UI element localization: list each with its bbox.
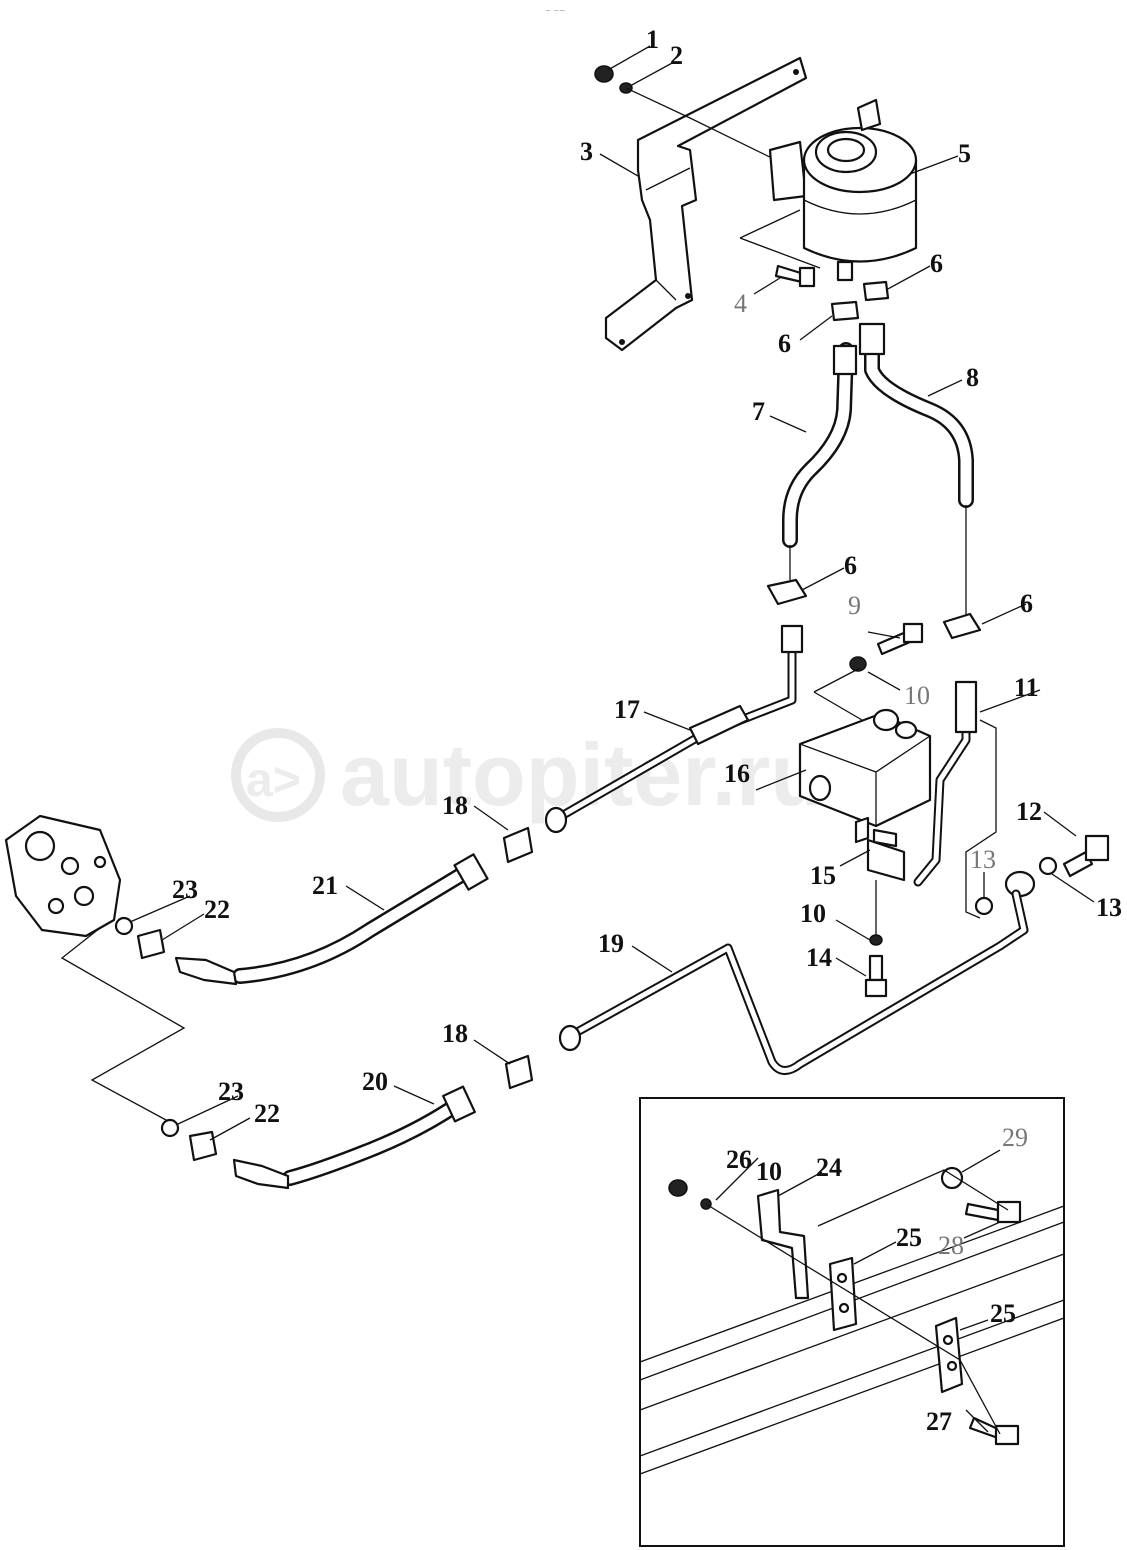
bracket-3 xyxy=(604,56,808,352)
steering-gear xyxy=(4,814,122,938)
label-4: 4 xyxy=(734,289,747,318)
label-28: 28 xyxy=(938,1231,964,1260)
label-29: 29 xyxy=(1002,1123,1028,1152)
fitting-15 xyxy=(866,828,906,882)
washer-23-upper xyxy=(114,916,134,936)
pipe-17 xyxy=(553,624,804,823)
pipe-11 xyxy=(913,680,978,887)
bolt-4 xyxy=(774,264,816,288)
watermark-logo-icon xyxy=(231,728,325,822)
label-23-a: 23 xyxy=(172,875,198,904)
clamp-6-top-right xyxy=(862,280,890,302)
hose-21 xyxy=(174,853,489,986)
label-15: 15 xyxy=(810,861,836,890)
label-2: 2 xyxy=(670,41,683,70)
label-18-a: 18 xyxy=(442,791,468,820)
label-10-b: 10 xyxy=(800,899,826,928)
label-25-b: 25 xyxy=(990,1299,1016,1328)
label-24: 24 xyxy=(816,1153,842,1182)
label-21: 21 xyxy=(312,871,338,900)
detail-inset xyxy=(639,1097,1065,1547)
hose-7 xyxy=(782,342,858,548)
label-12: 12 xyxy=(1016,797,1042,826)
label-6-b: 6 xyxy=(778,329,791,358)
label-13-a: 13 xyxy=(970,845,996,874)
label-25-a: 25 xyxy=(896,1223,922,1252)
label-18-b: 18 xyxy=(442,1019,468,1048)
header-mark: ~ ~~ xyxy=(545,6,565,17)
label-17: 17 xyxy=(614,695,640,724)
label-11: 11 xyxy=(1014,673,1039,702)
hose-20 xyxy=(232,1085,476,1190)
label-9: 9 xyxy=(848,591,861,620)
label-26: 26 xyxy=(726,1145,752,1174)
label-19: 19 xyxy=(598,929,624,958)
label-23-b: 23 xyxy=(218,1077,244,1106)
fitting-22-lower xyxy=(188,1130,218,1162)
label-13-b: 13 xyxy=(1096,893,1122,922)
washer-23-lower xyxy=(160,1118,180,1138)
pipe-19 xyxy=(558,889,1029,1075)
watermark-logo-glyph: a> xyxy=(246,754,301,807)
washer-13-left xyxy=(974,896,994,916)
clamp-6-mid-right xyxy=(942,612,982,640)
fitting-22-upper xyxy=(136,928,166,960)
label-20: 20 xyxy=(362,1067,388,1096)
bolt-14 xyxy=(864,954,888,998)
label-7: 7 xyxy=(752,397,765,426)
label-27: 27 xyxy=(926,1407,952,1436)
leader-lines xyxy=(129,45,1095,1433)
hose-8 xyxy=(858,322,974,508)
bolt-12 xyxy=(1062,834,1110,878)
label-3: 3 xyxy=(580,137,593,166)
label-6-c: 6 xyxy=(844,551,857,580)
part-labels: 1 2 3 4 5 6 6 8 7 6 6 9 10 11 17 16 12 1… xyxy=(172,25,1122,1436)
fitting-18-lower xyxy=(504,1054,534,1090)
washer-10-lower xyxy=(869,934,883,946)
label-6-d: 6 xyxy=(1020,589,1033,618)
label-16: 16 xyxy=(724,759,750,788)
washer-13-right xyxy=(1038,856,1058,876)
label-22-a: 22 xyxy=(204,895,230,924)
washer-10-upper xyxy=(849,656,867,672)
reservoir-5 xyxy=(768,98,918,282)
label-10-c: 10 xyxy=(756,1157,782,1186)
clamp-6-top-left xyxy=(830,300,860,322)
label-6-a: 6 xyxy=(930,249,943,278)
label-22-b: 22 xyxy=(254,1099,280,1128)
label-10-a: 10 xyxy=(904,681,930,710)
label-14: 14 xyxy=(806,943,832,972)
label-5: 5 xyxy=(958,139,971,168)
pump-16 xyxy=(798,708,932,844)
label-8: 8 xyxy=(966,363,979,392)
bolt-9 xyxy=(876,622,924,656)
fitting-18-upper xyxy=(502,806,568,864)
label-1: 1 xyxy=(646,25,659,54)
clamp-6-mid-left xyxy=(766,578,808,606)
